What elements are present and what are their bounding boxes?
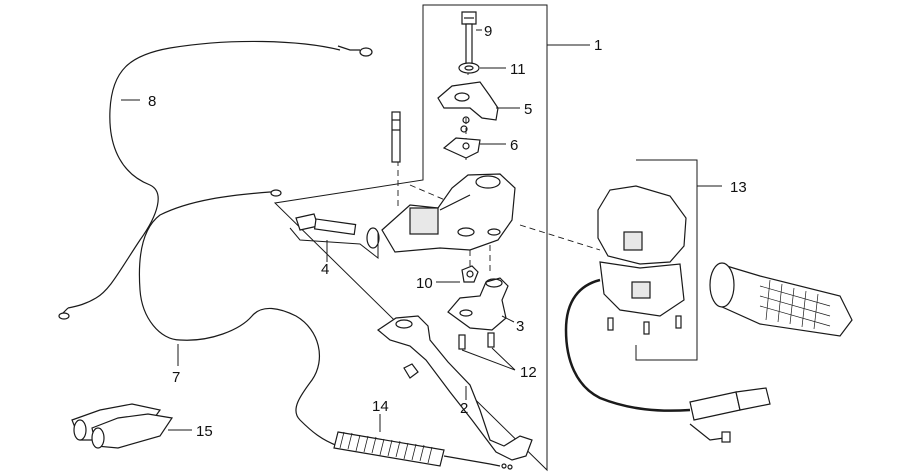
callout-labels: 1 2 3 4 5 6 7 8 9 10 11 12 13 14 15 bbox=[148, 23, 747, 440]
stud-pin bbox=[391, 111, 401, 163]
callout-5: 5 bbox=[524, 101, 532, 118]
wire-connector bbox=[689, 387, 771, 443]
switch-wire bbox=[564, 278, 691, 412]
callout-2: 2 bbox=[460, 400, 468, 417]
callout-10: 10 bbox=[416, 275, 433, 292]
part-8-cable bbox=[67, 40, 341, 309]
callout-13: 13 bbox=[730, 179, 747, 196]
part-4-screw bbox=[295, 213, 380, 249]
callout-3: 3 bbox=[516, 318, 524, 335]
master-cylinder-body bbox=[381, 173, 516, 253]
part-9-bolt bbox=[461, 11, 477, 65]
spring-coils bbox=[339, 431, 433, 464]
part-15-boots bbox=[71, 403, 174, 449]
part-3-pivot-block bbox=[447, 277, 509, 331]
callout-11: 11 bbox=[510, 61, 526, 78]
part-7-cable bbox=[138, 191, 339, 447]
callout-14: 14 bbox=[372, 398, 389, 415]
lever-mount-bolt bbox=[403, 363, 419, 379]
callout-1: 1 bbox=[594, 37, 602, 54]
switch-housing bbox=[597, 185, 687, 335]
part-11-washer bbox=[458, 62, 480, 74]
part-14-spring bbox=[333, 431, 445, 467]
callout-8: 8 bbox=[148, 93, 156, 110]
part-12-screws bbox=[458, 332, 495, 350]
part-10-nut bbox=[461, 265, 479, 283]
callout-7: 7 bbox=[172, 369, 180, 386]
part-2-lever bbox=[376, 315, 533, 461]
callout-4: 4 bbox=[321, 261, 329, 278]
callout-12: 12 bbox=[520, 364, 537, 381]
part-5-bracket bbox=[437, 81, 499, 133]
callout-9: 9 bbox=[484, 23, 492, 40]
assembly-13-outline bbox=[635, 159, 698, 361]
hand-grip bbox=[709, 262, 853, 337]
callout-6: 6 bbox=[510, 137, 518, 154]
part-6-plate bbox=[442, 137, 481, 159]
callout-15: 15 bbox=[196, 423, 213, 440]
